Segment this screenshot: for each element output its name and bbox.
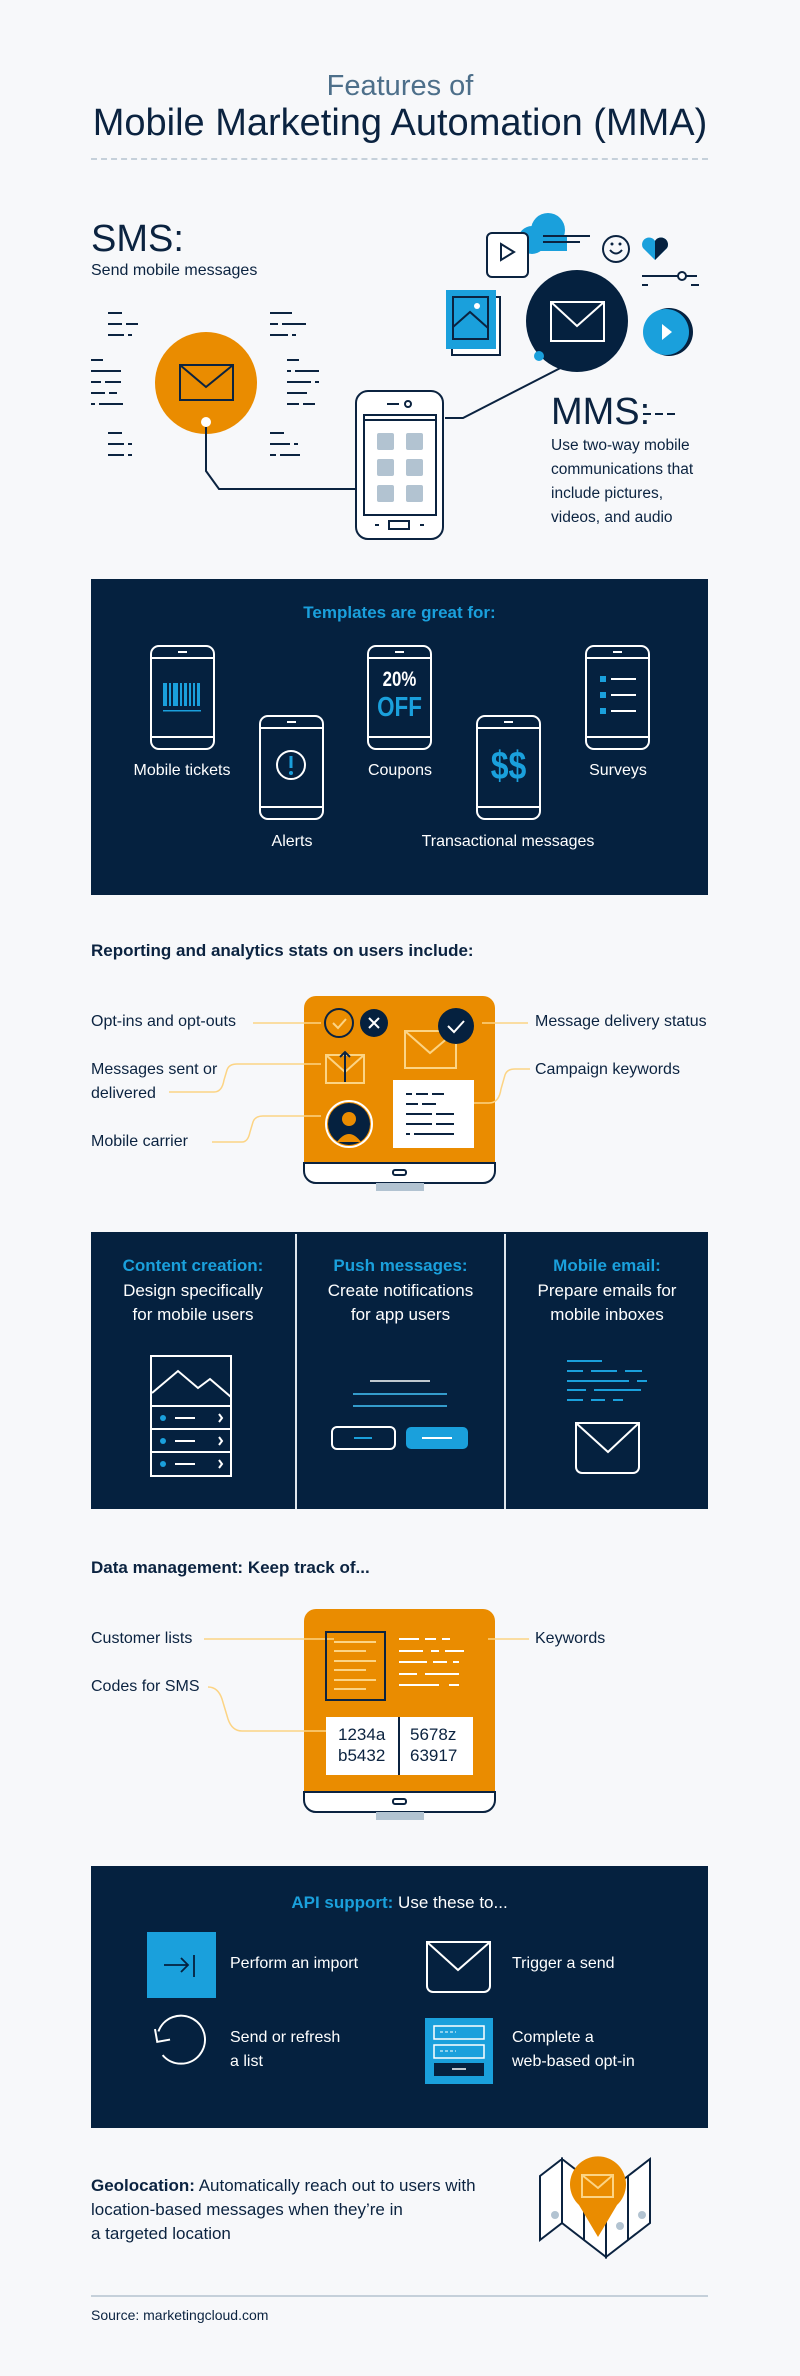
template-label: Alerts — [271, 833, 313, 850]
label-codes-sms: Codes for SMS — [91, 1678, 200, 1695]
label-delivery-status: Message delivery status — [535, 1013, 707, 1030]
reporting-heading: Reporting and analytics stats on users i… — [91, 941, 474, 960]
keywords-lines — [399, 1638, 464, 1686]
geo-line-2: location-based messages when they’re in — [91, 2200, 403, 2219]
api-item: web-based opt-in — [512, 2053, 635, 2070]
column-divider — [504, 1234, 506, 1509]
feature-title: Push messages: — [333, 1256, 468, 1275]
feature-line: Prepare emails for — [537, 1281, 677, 1300]
sms-title: SMS: — [91, 218, 184, 260]
label-mobile-carrier: Mobile carrier — [91, 1133, 188, 1150]
geo-line-1: Geolocation: Automatically reach out to … — [91, 2176, 476, 2196]
feature-title: Content creation: — [122, 1256, 264, 1275]
coupon-percent: 20% — [382, 668, 417, 691]
api-heading-accent: API support: — [291, 1893, 394, 1912]
customer-list-icon — [325, 1631, 386, 1701]
code: b5432 — [338, 1746, 386, 1765]
api-item: Trigger a send — [512, 1955, 615, 1972]
smiley-icon — [602, 235, 630, 263]
template-label: Coupons — [367, 762, 433, 779]
mobile-email-icon — [567, 1360, 647, 1474]
feature-line: for app users — [350, 1305, 451, 1324]
mms-title: MMS: — [551, 391, 651, 433]
text-lines — [543, 235, 590, 243]
label-delivered: delivered — [91, 1085, 156, 1102]
pretitle: Features of — [326, 70, 474, 102]
connector-lines — [205, 359, 577, 490]
label-messages-sent: Messages sent or — [91, 1061, 218, 1078]
mms-desc-4: videos, and audio — [551, 509, 673, 526]
push-notification-icon — [331, 1380, 468, 1450]
template-label: Surveys — [589, 762, 647, 779]
phone-icon — [355, 390, 444, 540]
trigger-send-icon — [426, 1941, 491, 1993]
label-keywords: Keywords — [535, 1630, 606, 1647]
mms-desc-2: communications that — [551, 461, 694, 478]
mms-envelope-icon — [550, 301, 605, 342]
sms-circle — [155, 332, 257, 434]
templates-heading: Templates are great for: — [303, 603, 496, 622]
sms-desc: Send mobile messages — [91, 262, 258, 279]
web-optin-form-icon — [425, 2018, 493, 2084]
geo-bold: Geolocation: — [91, 2176, 195, 2195]
feature-line: Design specifically — [123, 1281, 263, 1300]
slider-icon — [642, 275, 699, 286]
data-mgmt-heading: Data management: Keep track of... — [91, 1558, 370, 1577]
feature-title: Mobile email: — [553, 1256, 661, 1275]
sms-envelope-icon — [179, 364, 234, 401]
label-campaign-keywords: Campaign keywords — [535, 1061, 680, 1078]
api-heading-rest: Use these to... — [393, 1893, 508, 1912]
sms-mms-illustration — [91, 213, 699, 540]
feature-line: for mobile users — [132, 1305, 254, 1324]
coupon-off: OFF — [377, 691, 422, 722]
api-heading: API support: Use these to... — [91, 1893, 708, 1913]
api-item: Perform an import — [230, 1955, 359, 1972]
code: 1234a — [338, 1725, 386, 1744]
label-customer-lists: Customer lists — [91, 1630, 193, 1647]
title-divider — [91, 158, 708, 160]
column-divider — [295, 1234, 297, 1509]
code: 63917 — [410, 1746, 458, 1765]
template-label: Mobile tickets — [133, 762, 231, 779]
text-dash-lines — [91, 312, 675, 456]
api-item: a list — [230, 2053, 263, 2070]
code: 5678z — [410, 1725, 457, 1744]
image-icon — [446, 290, 501, 356]
refresh-icon — [153, 2014, 206, 2065]
label-opt-ins: Opt-ins and opt-outs — [91, 1013, 236, 1030]
feature-line: mobile inboxes — [550, 1305, 664, 1324]
mms-desc-3: include pictures, — [551, 485, 664, 502]
geo-line-3: a targeted location — [91, 2224, 231, 2243]
feature-line: Create notifications — [327, 1281, 474, 1300]
footer-divider — [91, 2295, 708, 2297]
api-item: Complete a — [512, 2029, 594, 2046]
source-text: Source: marketingcloud.com — [91, 2307, 269, 2323]
mms-desc-1: Use two-way mobile — [551, 437, 690, 454]
video-icon — [486, 232, 529, 278]
import-icon — [147, 1932, 216, 1998]
api-item: Send or refresh — [230, 2029, 341, 2046]
dollar-icon: $$ — [490, 744, 527, 788]
page-title: Mobile Marketing Automation (MMA) — [92, 102, 708, 144]
geo-text: Automatically reach out to users with — [194, 2176, 476, 2195]
mms-circle — [526, 270, 628, 372]
template-label: Transactional messages — [421, 833, 595, 850]
play-button-icon — [643, 308, 693, 356]
content-layout-icon — [150, 1355, 232, 1477]
